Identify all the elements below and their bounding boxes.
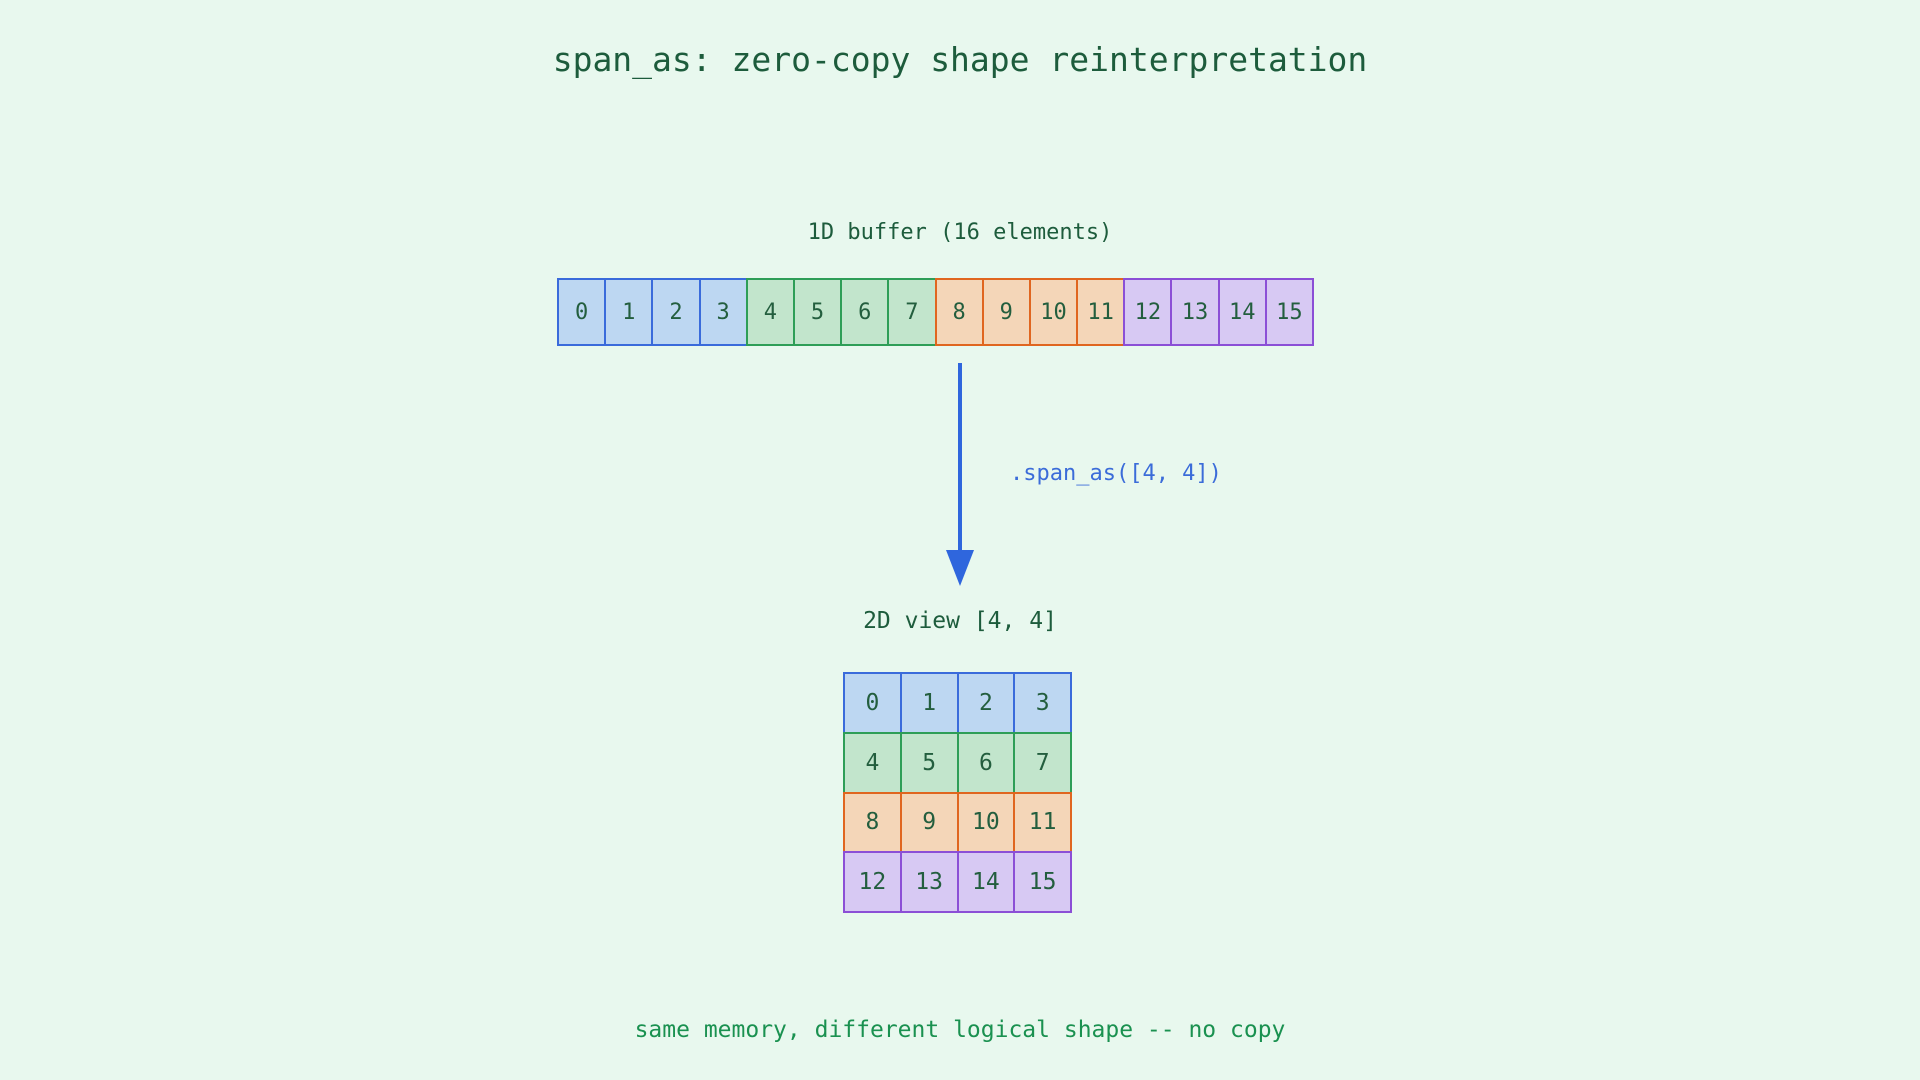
view-2d-cell-13: 13 bbox=[899, 851, 959, 913]
buffer-1d-cell-10: 10 bbox=[1028, 278, 1079, 346]
buffer-1d-cell-9: 9 bbox=[981, 278, 1031, 346]
footer-note: same memory, different logical shape -- … bbox=[634, 1017, 1286, 1043]
span-as-call-label: .span_as([4, 4]) bbox=[1010, 461, 1222, 486]
buffer-1d-label: 1D buffer (16 elements) bbox=[807, 220, 1113, 245]
view-2d-cell-12: 12 bbox=[843, 851, 902, 913]
buffer-1d-cell-13: 13 bbox=[1170, 278, 1220, 346]
figure-title: span_as: zero-copy shape reinterpretatio… bbox=[552, 40, 1368, 79]
view-2d-cell-6: 6 bbox=[956, 731, 1016, 794]
buffer-1d-cell-8: 8 bbox=[934, 278, 984, 346]
view-2d-cell-7: 7 bbox=[1013, 731, 1072, 794]
view-2d-cell-10: 10 bbox=[956, 791, 1016, 854]
view-2d-cell-3: 3 bbox=[1013, 672, 1072, 734]
buffer-1d-cell-15: 15 bbox=[1264, 278, 1314, 346]
view-2d-label: 2D view [4, 4] bbox=[863, 608, 1057, 634]
buffer-1d-cell-3: 3 bbox=[698, 278, 748, 346]
buffer-1d-cell-2: 2 bbox=[651, 278, 701, 346]
view-2d-cell-2: 2 bbox=[956, 672, 1016, 734]
view-2d-cell-0: 0 bbox=[843, 672, 902, 734]
down-arrow-icon bbox=[946, 363, 974, 586]
view-2d-cell-14: 14 bbox=[956, 851, 1016, 913]
buffer-1d-cell-6: 6 bbox=[840, 278, 890, 346]
view-2d-cell-9: 9 bbox=[899, 791, 959, 854]
view-2d-cell-4: 4 bbox=[843, 731, 902, 794]
buffer-1d-cell-1: 1 bbox=[604, 278, 654, 346]
buffer-1d-cell-4: 4 bbox=[745, 278, 795, 346]
buffer-1d-cell-5: 5 bbox=[792, 278, 843, 346]
buffer-1d-cell-11: 11 bbox=[1076, 278, 1126, 346]
buffer-1d-cell-0: 0 bbox=[557, 278, 607, 346]
buffer-1d-cell-12: 12 bbox=[1123, 278, 1173, 346]
view-2d-cell-1: 1 bbox=[899, 672, 959, 734]
view-2d-cell-11: 11 bbox=[1013, 791, 1072, 854]
buffer-1d-cell-14: 14 bbox=[1217, 278, 1267, 346]
span-as-arrow bbox=[940, 360, 980, 590]
buffer-1d-cell-7: 7 bbox=[887, 278, 937, 346]
view-2d-cell-8: 8 bbox=[843, 791, 902, 854]
view-2d-cell-15: 15 bbox=[1013, 851, 1072, 913]
view-2d-cell-5: 5 bbox=[899, 731, 959, 794]
